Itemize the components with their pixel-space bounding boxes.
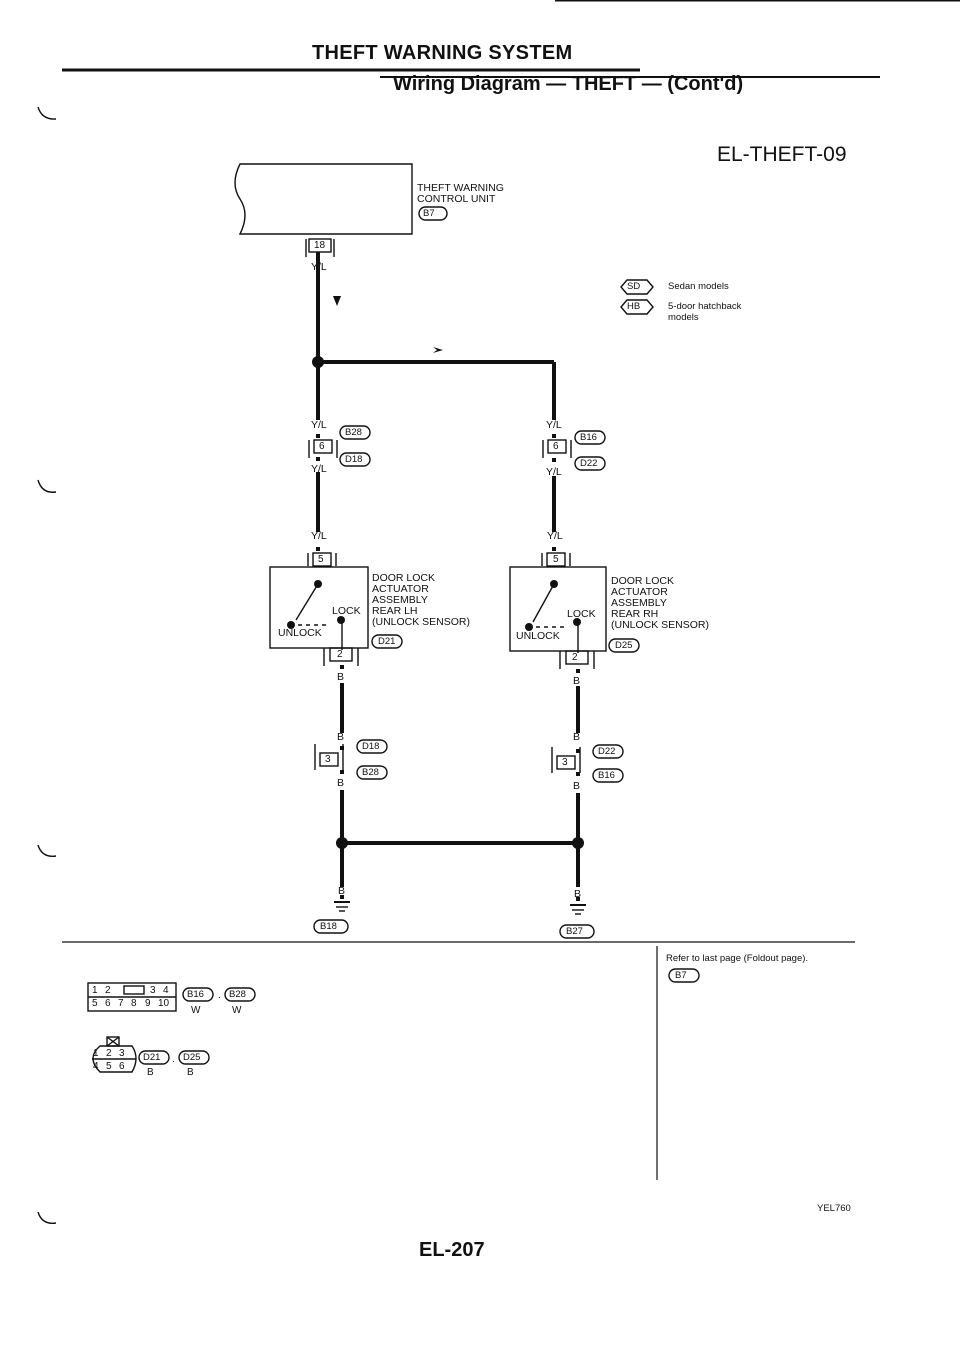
page-subtitle: Wiring Diagram — THEFT — (Cont'd): [393, 73, 744, 95]
left-actuator-line-5: (UNLOCK SENSOR): [372, 616, 471, 628]
left-wire-out: B: [337, 671, 345, 683]
control-unit-name-1: THEFT WARNING: [417, 182, 504, 194]
legend-sd-text: Sedan models: [668, 281, 729, 292]
left-actuator-line-4: REAR LH: [372, 605, 418, 617]
round-pin-1: 1: [93, 1048, 99, 1059]
pin-6: 6: [105, 998, 111, 1009]
right-actuator-line-4: REAR RH: [611, 608, 659, 620]
control-unit-pin: 18: [314, 240, 326, 251]
right-pin-lower: 3: [562, 757, 568, 768]
arrow-down-icon: [333, 296, 341, 306]
control-unit-pin-box: [308, 238, 332, 253]
right-wire-lower: Y/L: [546, 466, 562, 478]
pin-1: 1: [92, 985, 98, 996]
right-unlock-label: UNLOCK: [516, 630, 560, 642]
left-pin-upper: 6: [319, 441, 325, 452]
page-title: THEFT WARNING SYSTEM: [312, 42, 573, 64]
round-pin-2: 2: [106, 1048, 112, 1059]
left-actuator-line-1: DOOR LOCK: [372, 572, 436, 584]
legend-hb-text2: models: [668, 312, 699, 323]
left-pin-lower: 3: [325, 754, 331, 765]
round-color-a: B: [147, 1067, 154, 1078]
right-wire-b1: B: [573, 731, 581, 743]
round-pin-5: 5: [106, 1061, 112, 1072]
right-pin-out: 2: [572, 652, 578, 663]
pin-3: 3: [150, 985, 156, 996]
round-color-b: B: [187, 1067, 194, 1078]
pin-8: 8: [131, 998, 137, 1009]
right-conn-b: D22: [580, 458, 598, 469]
view-conn-a: B16: [187, 989, 204, 1000]
left-conn-d: B28: [362, 767, 379, 778]
pin-4: 4: [163, 985, 169, 996]
round-conn-a: D21: [143, 1052, 161, 1063]
pin-2: 2: [105, 985, 111, 996]
legend-sd-tag: SD: [627, 281, 641, 292]
right-actuator-line-1: DOOR LOCK: [611, 575, 675, 587]
left-wire-lower: Y/L: [311, 463, 327, 475]
refer-note-conn: B7: [675, 970, 687, 981]
round-conn-b: D25: [183, 1052, 201, 1063]
right-conn-a: B16: [580, 432, 597, 443]
pin-10: 10: [158, 998, 170, 1009]
left-unlock-label: UNLOCK: [278, 627, 322, 639]
right-wire-to-actuator: Y/L: [547, 530, 563, 542]
pin-9: 9: [145, 998, 151, 1009]
left-actuator-line-2: ACTUATOR: [372, 583, 429, 595]
left-conn-b: D18: [345, 454, 363, 465]
left-pin-out: 2: [337, 649, 343, 660]
left-conn-a: B28: [345, 427, 362, 438]
left-wire-b1: B: [337, 731, 345, 743]
right-ground-wire: B: [574, 888, 582, 900]
right-actuator-line-3: ASSEMBLY: [611, 597, 667, 609]
diagram-code: EL-THEFT-09: [717, 143, 847, 166]
right-conn-c: D22: [598, 746, 616, 757]
view-sep-a: .: [218, 990, 221, 1001]
arrow-right-icon: [427, 347, 443, 353]
left-actuator-conn: D21: [378, 636, 396, 647]
control-unit-box: [234, 163, 413, 235]
right-wire-b2: B: [573, 780, 581, 792]
left-wire-upper: Y/L: [311, 419, 327, 431]
right-wire-out: B: [573, 675, 581, 687]
right-conn-d: B16: [598, 770, 615, 781]
page-number: EL-207: [419, 1239, 485, 1261]
left-wire-b2: B: [337, 777, 345, 789]
right-ground-label: B27: [566, 926, 583, 937]
left-conn-c: D18: [362, 741, 380, 752]
right-pin-in: 5: [553, 554, 559, 565]
control-unit-connector: B7: [423, 208, 435, 219]
view-color-a: W: [191, 1005, 201, 1016]
right-actuator-box: [509, 566, 607, 652]
figure-code: YEL760: [817, 1203, 851, 1214]
right-actuator-conn: D25: [615, 640, 633, 651]
hb-badge: [620, 299, 654, 315]
left-actuator-line-3: ASSEMBLY: [372, 594, 428, 606]
refer-note: Refer to last page (Foldout page).: [666, 953, 809, 964]
round-pin-3: 3: [119, 1048, 125, 1059]
right-actuator-line-5: (UNLOCK SENSOR): [611, 619, 710, 631]
right-pin-upper: 6: [553, 441, 559, 452]
left-actuator-box: [269, 566, 369, 649]
control-unit-name-2: CONTROL UNIT: [417, 193, 496, 205]
legend-hb-text: 5-door hatchback: [668, 301, 742, 312]
right-wire-upper: Y/L: [546, 419, 562, 431]
left-wire-to-actuator: Y/L: [311, 530, 327, 542]
left-lock-label: LOCK: [332, 605, 361, 617]
left-pin-in: 5: [318, 554, 324, 565]
pin-5: 5: [92, 998, 98, 1009]
right-lock-label: LOCK: [567, 608, 596, 620]
right-actuator-line-2: ACTUATOR: [611, 586, 668, 598]
left-ground-label: B18: [320, 921, 337, 932]
round-pin-6: 6: [119, 1061, 125, 1072]
sd-badge: [620, 279, 654, 295]
view-conn-b: B28: [229, 989, 246, 1000]
pin-7: 7: [118, 998, 124, 1009]
legend-hb-tag: HB: [627, 301, 641, 312]
left-ground-wire: B: [338, 885, 346, 897]
round-sep: .: [172, 1054, 175, 1065]
view-color-b: W: [232, 1005, 242, 1016]
